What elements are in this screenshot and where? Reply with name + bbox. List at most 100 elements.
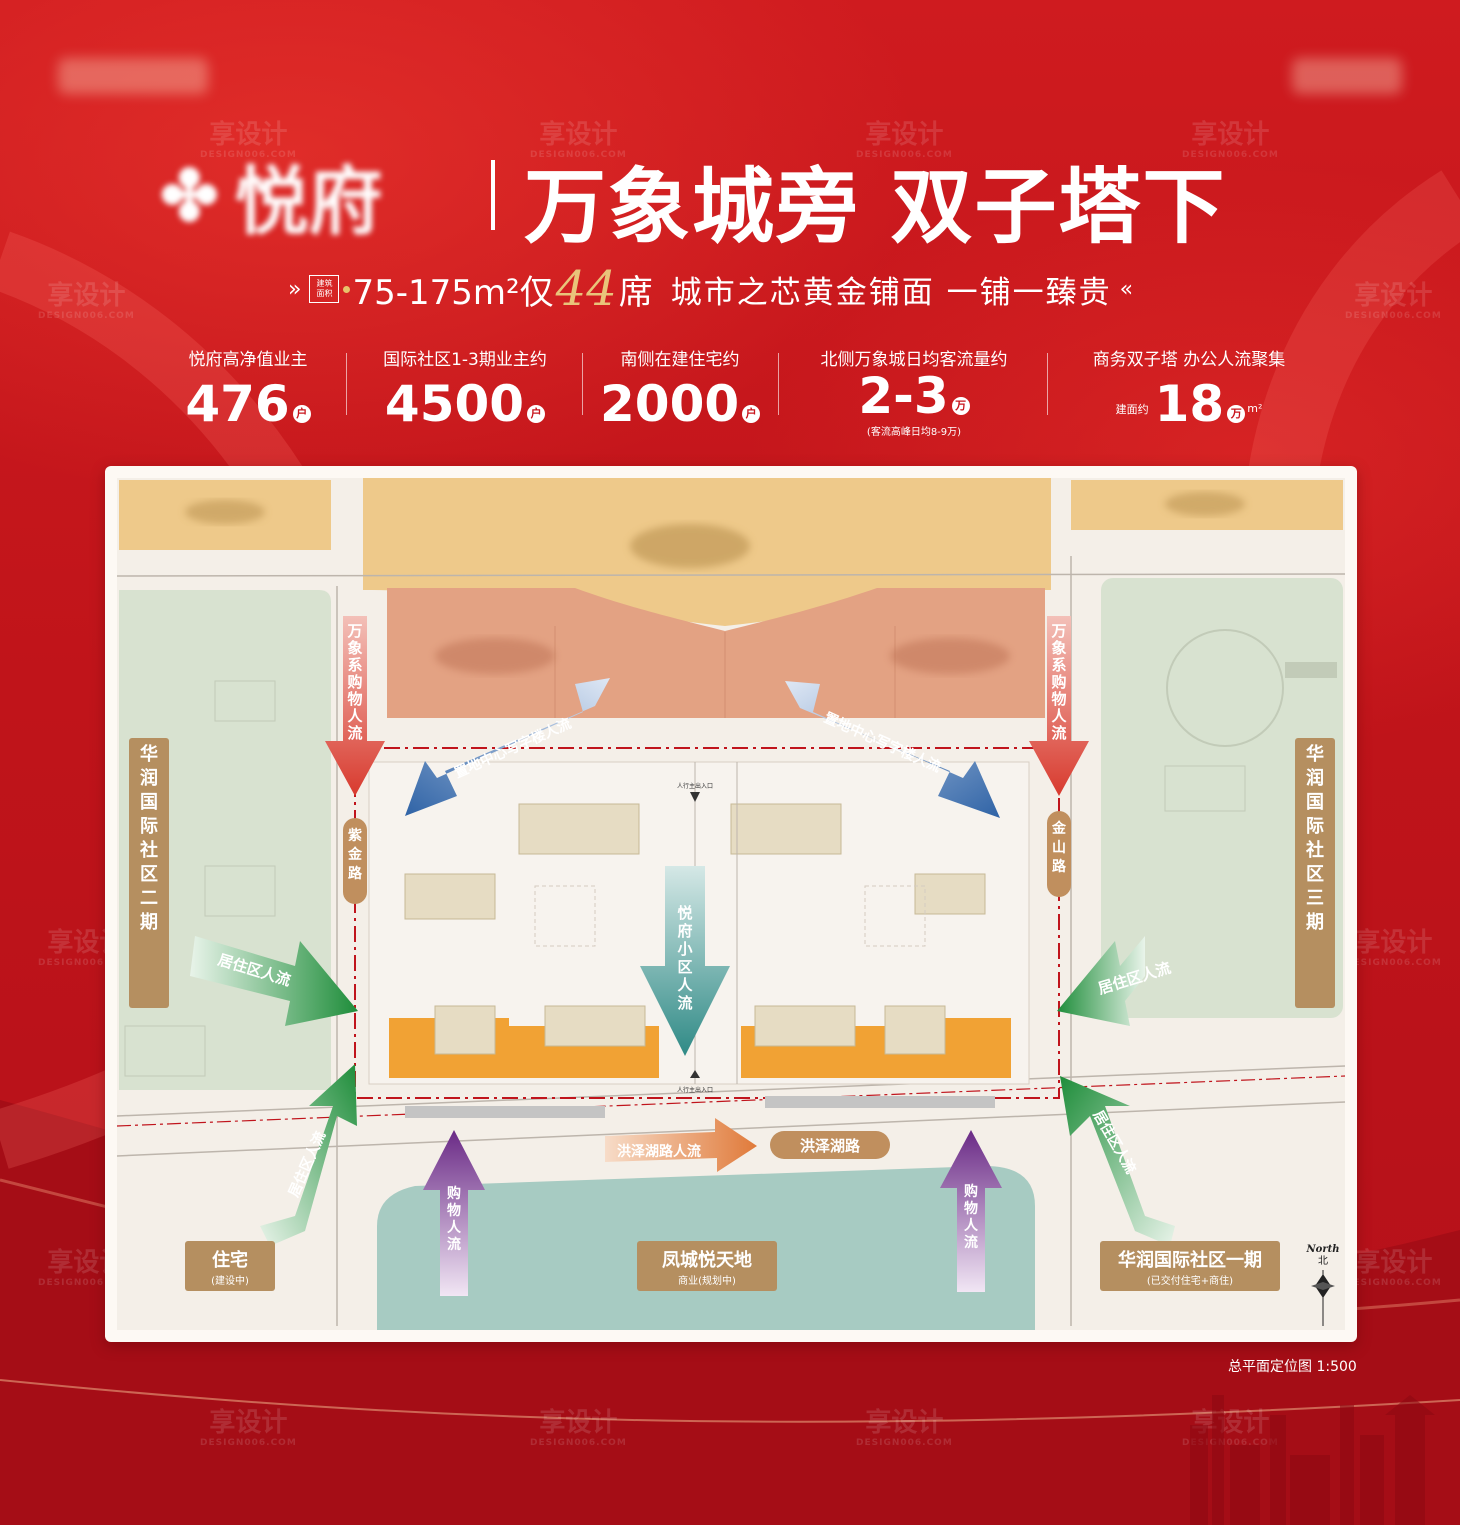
main-title: 万象城旁 双子塔下	[524, 160, 1227, 255]
housing-label: 住宅	[212, 1249, 248, 1271]
community-west-label: 华润国际社区二期	[140, 743, 158, 933]
stat-divider	[346, 353, 347, 415]
area-range: 75-175m²仅	[352, 272, 554, 313]
legal-footnote	[496, 1378, 976, 1388]
stat-divider	[582, 353, 583, 415]
site-plan-map: 人行主出入口 人行主出入口 万象系购物人流 万象系购物人流 置地中心写字楼人流 …	[105, 466, 1357, 1342]
road-label-east-bg	[1047, 811, 1071, 897]
double-chevron-left-icon: «	[1119, 276, 1134, 302]
residential-block-east	[1101, 578, 1343, 1018]
road-label-east: 金山路	[1051, 820, 1067, 875]
entrance-south: 人行主出入口	[677, 1070, 713, 1094]
slogan: 城市之芯黄金铺面 一铺一臻贵	[670, 274, 1112, 311]
road-label-south-bg	[770, 1131, 890, 1159]
stat-unit: 万	[1227, 405, 1246, 423]
stat-number: 2-3	[858, 367, 949, 425]
stat-prefix: 建面约	[1115, 403, 1149, 416]
stat-number: 4500	[384, 375, 525, 433]
brand-name: 悦府	[234, 158, 383, 245]
phase1-note: (已交付住宅+商住)	[1147, 1274, 1233, 1287]
stat-divider	[1047, 353, 1048, 415]
arrow-shopping-west	[325, 616, 385, 796]
road-label-west-bg	[343, 818, 367, 904]
stat-unit: 户	[742, 405, 760, 423]
community-east-bg	[1295, 738, 1335, 1008]
road-label-south: 洪泽湖路	[800, 1137, 861, 1155]
flow-label-hongze: 洪泽湖路人流	[617, 1143, 701, 1160]
gold-dot-icon	[343, 285, 351, 293]
arrow-residential-east	[1057, 936, 1145, 1026]
arrow-office-east	[785, 681, 1000, 818]
flower-icon: ✤	[160, 153, 219, 237]
svg-text:人行主出入口: 人行主出入口	[677, 1086, 713, 1094]
stat-item: 南侧在建住宅约 2000 户	[600, 345, 760, 429]
svg-text:人行主出入口: 人行主出入口	[677, 782, 713, 790]
stat-item: 商务双子塔 办公人流聚集 建面约 18 万 m²	[1092, 350, 1286, 433]
subtitle-line: » 建筑 面积 75-175m²仅 44 席 城市之芯黄金铺面 一铺一臻贵 «	[280, 261, 1200, 317]
arrow-shopping-east	[1029, 616, 1089, 796]
developer-logo	[58, 58, 208, 94]
housing-note: (建设中)	[211, 1274, 249, 1287]
stat-note: (客流高峰日均8-9万)	[866, 427, 962, 438]
double-chevron-right-icon: »	[288, 276, 302, 302]
arrow-project-flow	[640, 866, 730, 1056]
phase1-label: 华润国际社区一期	[1118, 1249, 1262, 1271]
brand-logo: ✤ 悦府	[160, 150, 460, 245]
road-label-west: 紫金路	[347, 827, 363, 882]
phase1-label-bg	[1100, 1241, 1280, 1291]
city-skyline	[1190, 1395, 1435, 1525]
svg-text:北: 北	[1318, 1255, 1328, 1267]
stat-number: 2000	[600, 375, 740, 433]
title-divider	[491, 160, 495, 230]
flow-label-shopping-west: 万象系购物人流	[346, 622, 363, 742]
arrow-residential-southeast	[1060, 1076, 1175, 1246]
fengcheng-label-bg	[637, 1241, 777, 1291]
entrance-north: 人行主出入口	[677, 782, 713, 802]
arrow-purchase-west	[423, 1130, 485, 1296]
flow-label-purchase-east: 购物人流	[964, 1183, 979, 1251]
stat-unit: 户	[527, 405, 546, 423]
seat-count: 44	[555, 261, 617, 317]
compass-icon: North 北	[1306, 1244, 1340, 1326]
community-east-label: 华润国际社区三期	[1306, 743, 1324, 933]
community-west-bg	[129, 738, 169, 1008]
stat-unit: 万	[951, 397, 970, 415]
fengcheng-label: 凤城悦天地	[662, 1249, 752, 1271]
partner-logo	[1292, 58, 1402, 94]
stat-unit: 户	[292, 405, 311, 423]
legal-footnote	[268, 1360, 1198, 1370]
stats-row: 悦府高净值业主 476 户 国际社区1-3期业主约 4500 户 南侧在建住宅约…	[150, 345, 1310, 445]
stat-item: 北侧万象城日均客流量约 2-3 万 (客流高峰日均8-9万)	[798, 345, 1030, 438]
scale-label: 总平面定位图 1:500	[1228, 1359, 1357, 1375]
stat-item: 悦府高净值业主 476 户	[150, 345, 346, 429]
arrow-purchase-east	[940, 1130, 1002, 1292]
housing-label-bg	[185, 1241, 275, 1291]
stat-suffix: m²	[1247, 402, 1263, 415]
flow-label-shopping-east: 万象系购物人流	[1050, 622, 1067, 742]
fengcheng-note: 商业(规划中)	[678, 1274, 736, 1287]
flow-label-purchase-west: 购物人流	[447, 1185, 462, 1253]
arrow-residential-southwest	[260, 1064, 357, 1246]
stat-number: 18	[1154, 375, 1225, 433]
flow-label-project: 悦府小区人流	[677, 904, 693, 1012]
arrow-hongze-flow	[605, 1118, 757, 1172]
arrow-residential-west	[190, 936, 358, 1026]
area-tag: 建筑 面积	[309, 275, 340, 303]
svg-text:North: North	[1306, 1244, 1340, 1255]
mall-podium	[387, 588, 1045, 718]
arrow-office-west	[405, 678, 610, 816]
stat-item: 国际社区1-3期业主约 4500 户	[383, 350, 547, 433]
seat-unit: 席	[618, 272, 653, 313]
